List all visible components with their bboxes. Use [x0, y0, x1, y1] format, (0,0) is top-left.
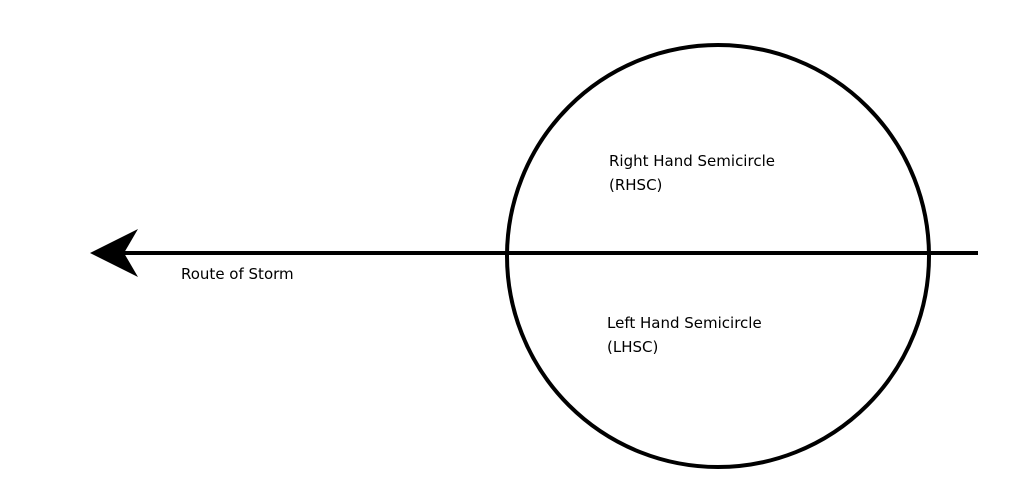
route-label-text: Route of Storm: [181, 265, 294, 283]
route-arrowhead-icon: [90, 229, 138, 277]
left-hand-semicircle-label: Left Hand Semicircle (LHSC): [607, 311, 762, 359]
lhsc-line1: Left Hand Semicircle: [607, 314, 762, 332]
right-hand-semicircle-label: Right Hand Semicircle (RHSC): [609, 149, 775, 197]
rhsc-line2: (RHSC): [609, 176, 663, 194]
storm-circle: [505, 43, 931, 469]
rhsc-line1: Right Hand Semicircle: [609, 152, 775, 170]
route-of-storm-label: Route of Storm: [181, 262, 294, 286]
lhsc-line2: (LHSC): [607, 338, 659, 356]
